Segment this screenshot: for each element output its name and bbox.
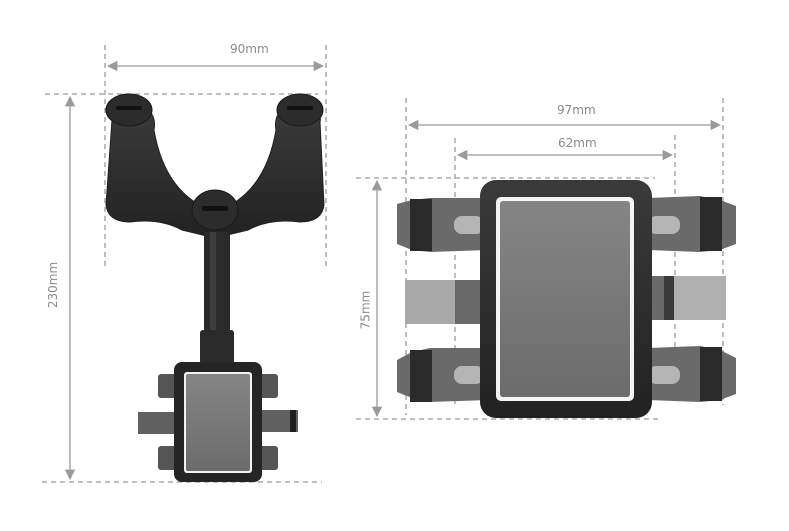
right-view-product	[397, 180, 736, 418]
right-inner-width-label: 62mm	[558, 136, 597, 150]
left-height-label: 230mm	[46, 261, 61, 309]
left-width-label: 90mm	[230, 42, 269, 56]
left-view-product	[105, 93, 325, 482]
right-height-label: 75mm	[358, 290, 373, 330]
right-outer-width-label: 97mm	[557, 103, 596, 117]
